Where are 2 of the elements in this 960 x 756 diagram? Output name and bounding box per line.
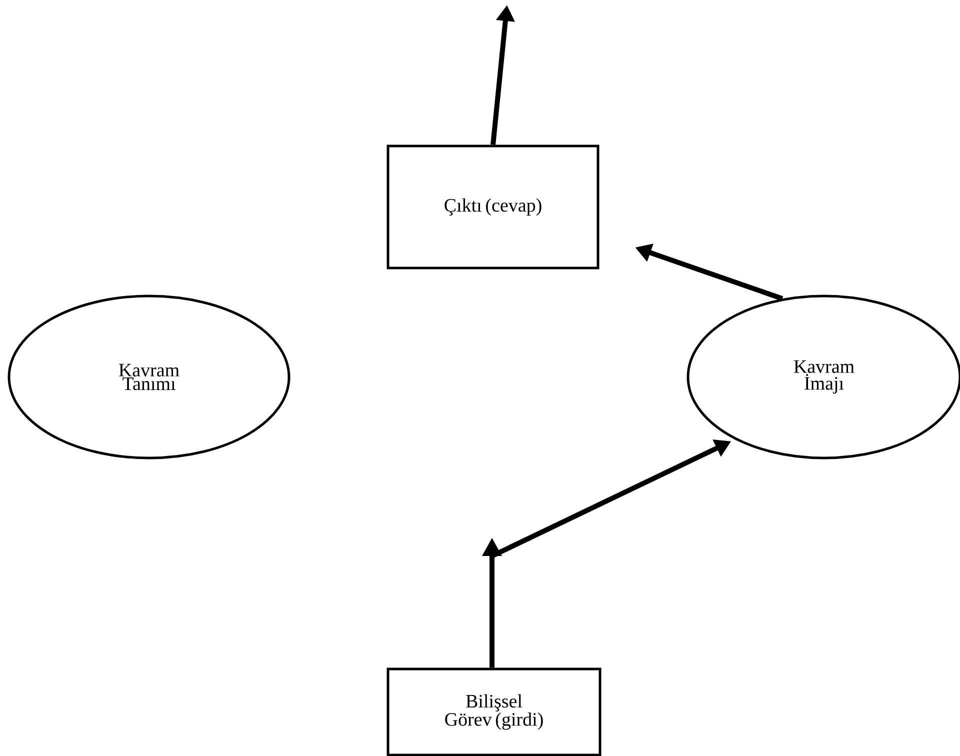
process-box: Çıktı (cevap) [386, 144, 600, 270]
process-box: Bilişsel Görev (girdi) [386, 668, 602, 756]
